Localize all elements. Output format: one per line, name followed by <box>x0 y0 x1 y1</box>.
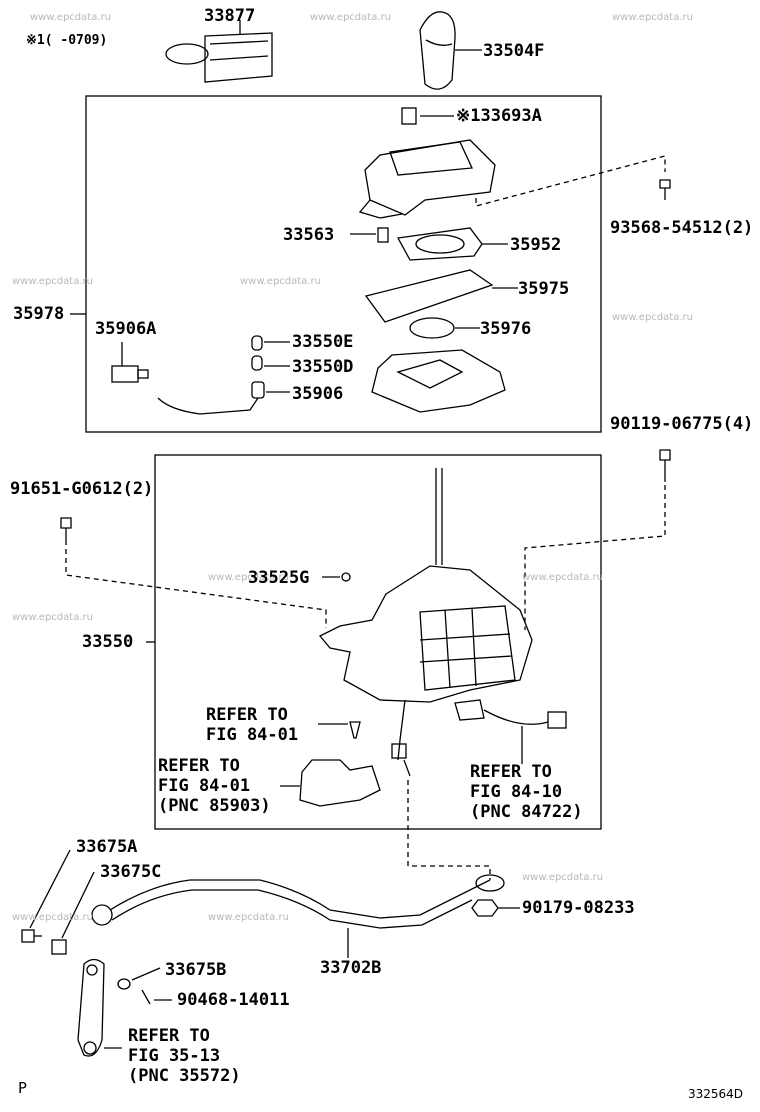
watermark: www.epcdata.ru <box>522 872 603 883</box>
part-label-33693A[interactable]: ※133693A <box>456 106 542 126</box>
part-label-35906A[interactable]: 35906A <box>95 319 157 339</box>
part-label-90179[interactable]: 90179-08233 <box>522 898 635 918</box>
part-33877-plate <box>165 32 273 83</box>
upper-assembly-box <box>85 95 602 433</box>
part-label-33675B[interactable]: 33675B <box>165 960 227 980</box>
refer-line: REFER TO <box>158 756 240 776</box>
watermark: www.epcdata.ru <box>310 12 391 23</box>
refer-line: FIG 84-01 <box>206 725 299 745</box>
part-label-90468[interactable]: 90468-14011 <box>177 990 290 1010</box>
part-label-35978[interactable]: 35978 <box>13 304 65 324</box>
bolt-90119 <box>659 449 671 482</box>
watermark: www.epcdata.ru <box>612 312 693 323</box>
part-label-33550[interactable]: 33550 <box>82 632 134 652</box>
bolt-91651 <box>60 517 72 540</box>
upper-cover <box>358 139 496 219</box>
part-label-91651[interactable]: 91651-G0612(2) <box>10 479 154 499</box>
watermark: www.epcdata.ru <box>208 912 289 923</box>
part-label-35975[interactable]: 35975 <box>518 279 570 299</box>
part-label-33504F[interactable]: 33504F <box>483 41 545 61</box>
watermark: www.epcdata.ru <box>240 276 321 287</box>
note-label: ※1( -0709) <box>26 33 108 48</box>
shift-base-cover <box>371 349 506 413</box>
watermark: www.epcdata.ru <box>30 12 111 23</box>
part-label-33563[interactable]: 33563 <box>283 225 335 245</box>
watermark: www.epcdata.ru <box>12 612 93 623</box>
refer-line: (PNC 35572) <box>128 1066 241 1086</box>
bolt-93568 <box>659 179 671 200</box>
part-label-33702B[interactable]: 33702B <box>320 958 382 978</box>
part-label-35906[interactable]: 35906 <box>292 384 344 404</box>
lever-arm <box>77 958 105 1057</box>
part-label-33550E[interactable]: 33550E <box>292 332 354 352</box>
watermark: www.epcdata.ru <box>612 12 693 23</box>
refer-note-2[interactable]: REFER TO FIG 84-01 (PNC 85903) <box>158 756 271 816</box>
watermark: www.epcdata.ru <box>12 912 93 923</box>
part-label-33525G[interactable]: 33525G <box>248 568 310 588</box>
part-label-33550D[interactable]: 33550D <box>292 357 354 377</box>
diagram-code: 332564D <box>688 1087 744 1101</box>
refer-line: REFER TO <box>470 762 552 782</box>
watermark: www.epcdata.ru <box>12 276 93 287</box>
refer-note-4[interactable]: REFER TO FIG 35-13 (PNC 35572) <box>128 1026 241 1086</box>
refer-line: REFER TO <box>128 1026 210 1046</box>
part-label-93568[interactable]: 93568-54512(2) <box>610 218 754 238</box>
watermark: www.epcdata.ru <box>522 572 603 583</box>
refer-line: (PNC 84722) <box>470 802 583 822</box>
dashed-guides <box>65 155 666 880</box>
refer-note-1[interactable]: REFER TO FIG 84-01 <box>206 705 298 745</box>
part-label-35952[interactable]: 35952 <box>510 235 562 255</box>
part-33504F-knob <box>419 11 456 90</box>
control-cable-33702B <box>91 874 505 929</box>
shift-lever-assembly <box>318 468 533 761</box>
page-marker: P <box>18 1079 28 1097</box>
part-label-33675C[interactable]: 33675C <box>100 862 162 882</box>
part-label-33877[interactable]: 33877 <box>204 6 256 26</box>
part-label-90119[interactable]: 90119-06775(4) <box>610 414 754 434</box>
refer-line: (PNC 85903) <box>158 796 271 816</box>
refer-line: FIG 84-10 <box>470 782 563 802</box>
part-label-35976[interactable]: 35976 <box>480 319 532 339</box>
refer-note-3[interactable]: REFER TO FIG 84-10 (PNC 84722) <box>470 762 583 822</box>
watermark: www.epcdata.ru <box>208 572 289 583</box>
refer-line: REFER TO <box>206 705 288 725</box>
refer-line: FIG 35-13 <box>128 1046 221 1066</box>
part-label-33675A[interactable]: 33675A <box>76 837 138 857</box>
refer-line: FIG 84-01 <box>158 776 251 796</box>
